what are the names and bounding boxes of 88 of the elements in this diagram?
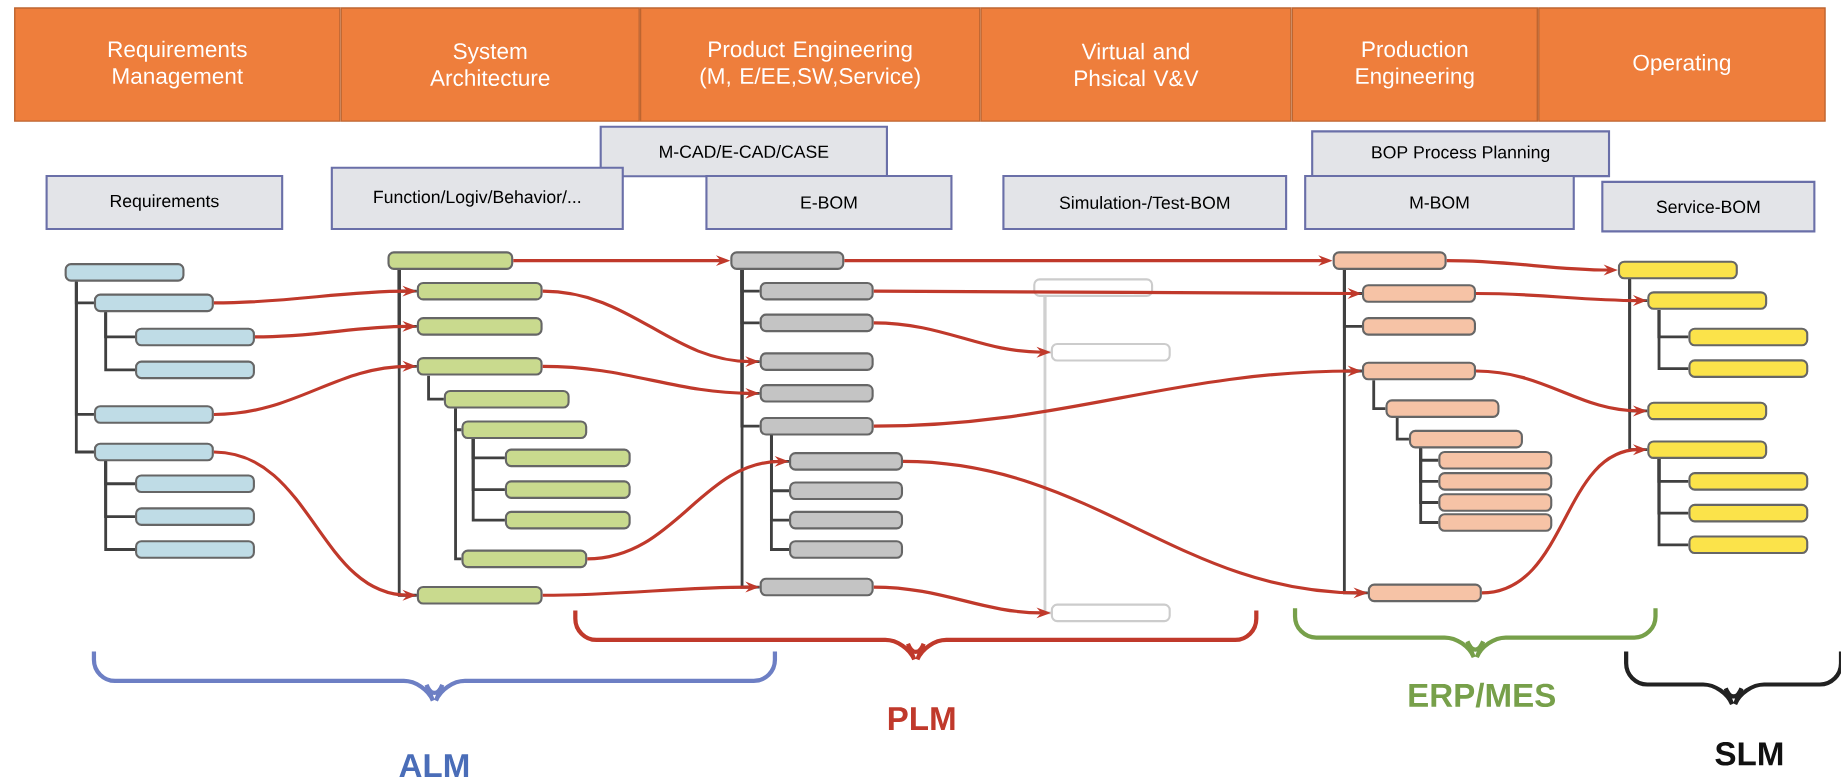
bar [416,282,543,301]
bar [135,360,255,380]
stage-header: Production Engineering [1291,7,1538,122]
bar [759,313,874,333]
group-label: ALM [399,754,469,778]
bar [1408,430,1523,449]
bar [789,511,904,530]
bar [416,357,543,376]
bar [64,263,185,282]
bar [1438,472,1553,491]
label-box: BOP Process Planning [1311,130,1611,178]
bar [135,540,255,559]
bar [789,452,904,471]
stage-header: System Architecture [340,7,640,122]
stage-header: Operating [1538,7,1826,122]
bar [93,405,214,424]
tree-line [471,439,505,522]
bar [1647,291,1768,311]
bar [759,384,874,403]
bar [135,474,255,494]
bar [1647,401,1768,421]
tree-line [740,270,760,589]
bar [443,390,570,409]
bar [416,317,543,336]
bar [1438,493,1553,513]
bar [387,251,514,271]
tree-line [104,312,136,372]
bar [1688,504,1809,523]
label-box: Requirements [45,175,284,231]
label-box: Service-BOM [1601,181,1816,233]
group-label: SLM [1715,742,1783,766]
tree-line [1419,448,1439,525]
label-box: Simulation-/Test-BOM [1002,175,1288,231]
bar [759,352,874,372]
bar [1438,451,1553,470]
tree-line [427,375,444,401]
bar [789,540,904,559]
bar [1332,251,1447,271]
stage-header: Virtual and Phsical V&V [980,7,1292,122]
bar [461,549,588,569]
bar [1647,440,1768,460]
bar [504,448,631,468]
bar [759,282,874,301]
bar [1688,535,1809,555]
bar [93,442,214,462]
bar [1688,359,1809,379]
bar [730,251,845,271]
tree-line [1628,279,1648,452]
bar [1362,361,1476,381]
bar [789,481,904,501]
tree-line [1043,297,1051,615]
tree-line [104,461,136,552]
stage-header: Requirements Management [14,7,341,122]
tree-line [1372,380,1386,411]
bar [1362,317,1476,336]
bar [93,293,214,313]
bar [1688,472,1809,491]
bar [135,507,255,527]
bar [504,511,631,530]
tree-line [74,281,94,454]
bar [759,417,874,436]
label-box: E-BOM [705,175,953,231]
label-box: M-CAD/E-CAD/CASE [599,125,888,178]
tree-line [770,435,789,552]
bar [461,420,588,440]
bar [1438,513,1553,532]
bar [1362,284,1476,304]
bar [1367,583,1482,603]
tree-line [1342,270,1368,595]
bar [1050,343,1171,362]
tree-line [1657,459,1689,547]
bar [416,586,543,605]
bar [504,480,631,500]
bar [1688,327,1809,347]
tree-line [454,408,462,561]
bar [1050,603,1171,623]
label-box: M-BOM [1304,175,1575,231]
stage-header: Product Engineering (M, E/EE,SW,Service) [639,7,981,122]
tree-line [1395,418,1409,441]
bar [1385,399,1500,419]
group-label: PLM [888,707,955,731]
bar [1617,260,1738,280]
bar [135,327,255,347]
group-label: ERP/MES [1409,682,1555,708]
label-box: Function/Logiv/Behavior/... [330,166,624,231]
tree-line [1657,310,1689,371]
tree-line [397,270,417,597]
bar [759,577,874,597]
